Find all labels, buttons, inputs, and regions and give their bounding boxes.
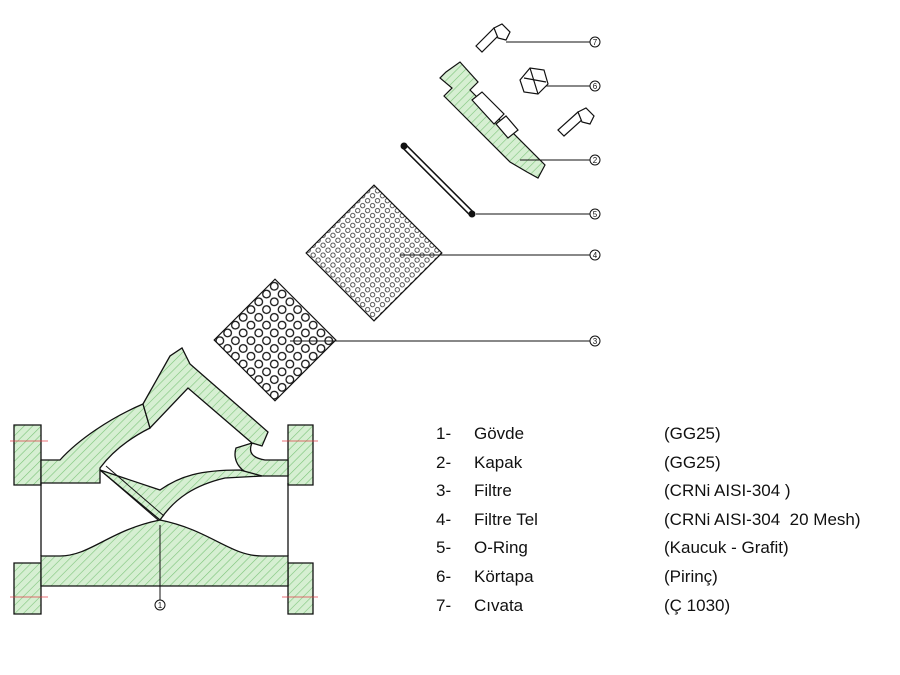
right-flange-bottom	[287, 562, 314, 615]
callout-2: 2	[589, 154, 601, 166]
svg-text:7: 7	[593, 38, 598, 47]
part-material: (CRNi AISI-304 )	[664, 481, 791, 501]
part-material: (Ç 1030)	[664, 595, 731, 615]
body-partition	[99, 469, 263, 521]
callout-5: 5	[589, 208, 601, 220]
svg-text:2: 2	[593, 156, 598, 165]
svg-text:4: 4	[593, 251, 598, 260]
body-upper-wall-left	[40, 403, 151, 484]
part-name: O-Ring	[474, 538, 528, 558]
parts-row: 1- Gövde (GG25)	[436, 424, 898, 453]
part-name: Filtre	[474, 481, 512, 501]
body-bore	[40, 483, 289, 556]
part-name: Körtapa	[474, 566, 534, 586]
right-flange-top	[287, 424, 314, 486]
centerlines	[10, 440, 318, 598]
body-filter-leg	[142, 347, 269, 447]
svg-text:1: 1	[158, 601, 163, 610]
part-number: 2-	[436, 452, 452, 472]
body-bottom-wall	[40, 519, 289, 587]
callout-7: 7	[589, 36, 601, 48]
part-material: (GG25)	[664, 424, 721, 443]
svg-text:3: 3	[593, 337, 598, 346]
part-name: Gövde	[474, 424, 525, 443]
part-material: (Kaucuk - Grafit)	[664, 538, 789, 558]
part-number: 7-	[436, 595, 452, 615]
part-name: Filtre Tel	[474, 509, 538, 529]
parts-row: 3- Filtre (CRNi AISI-304 )	[436, 481, 898, 510]
cover-part	[439, 61, 546, 179]
part-number: 1-	[436, 424, 452, 443]
left-flange-top	[13, 424, 42, 486]
parts-row: 4- Filtre Tel (CRNi AISI-304 20 Mesh)	[436, 510, 898, 539]
bolt-top	[475, 23, 511, 53]
part-material: (CRNi AISI-304 20 Mesh)	[664, 509, 861, 529]
part-number: 3-	[436, 481, 452, 501]
o-ring-part	[400, 142, 476, 218]
parts-row: 7- Cıvata (Ç 1030)	[436, 596, 898, 625]
bolt-bottom	[557, 107, 595, 137]
body-screen-line	[99, 469, 159, 521]
part-number: 6-	[436, 566, 452, 586]
part-number: 4-	[436, 509, 452, 529]
part-number: 5-	[436, 538, 452, 558]
callout-markers: 1 2 3 4 5 6 7	[154, 36, 601, 611]
part-material: (Pirinç)	[664, 566, 718, 586]
callout-6: 6	[589, 80, 601, 92]
callout-4: 4	[589, 249, 601, 261]
callout-1: 1	[154, 599, 166, 611]
callout-3: 3	[589, 335, 601, 347]
svg-text:5: 5	[593, 210, 598, 219]
parts-row: 6- Körtapa (Pirinç)	[436, 567, 898, 596]
left-flange-bottom	[13, 562, 42, 615]
parts-list: 1- Gövde (GG25) 2- Kapak (GG25) 3- Filtr…	[436, 424, 898, 624]
svg-text:6: 6	[593, 82, 598, 91]
leader-lines	[159, 41, 590, 600]
body-part	[13, 347, 314, 615]
parts-row: 5- O-Ring (Kaucuk - Grafit)	[436, 538, 898, 567]
part-name: Kapak	[474, 452, 523, 472]
filter-part	[213, 278, 337, 402]
part-material: (GG25)	[664, 452, 721, 472]
parts-row: 2- Kapak (GG25)	[436, 453, 898, 482]
body-upper-wall-right	[234, 441, 289, 477]
filter-mesh-part	[305, 184, 443, 322]
part-name: Cıvata	[474, 595, 524, 615]
plug-part	[519, 67, 549, 95]
